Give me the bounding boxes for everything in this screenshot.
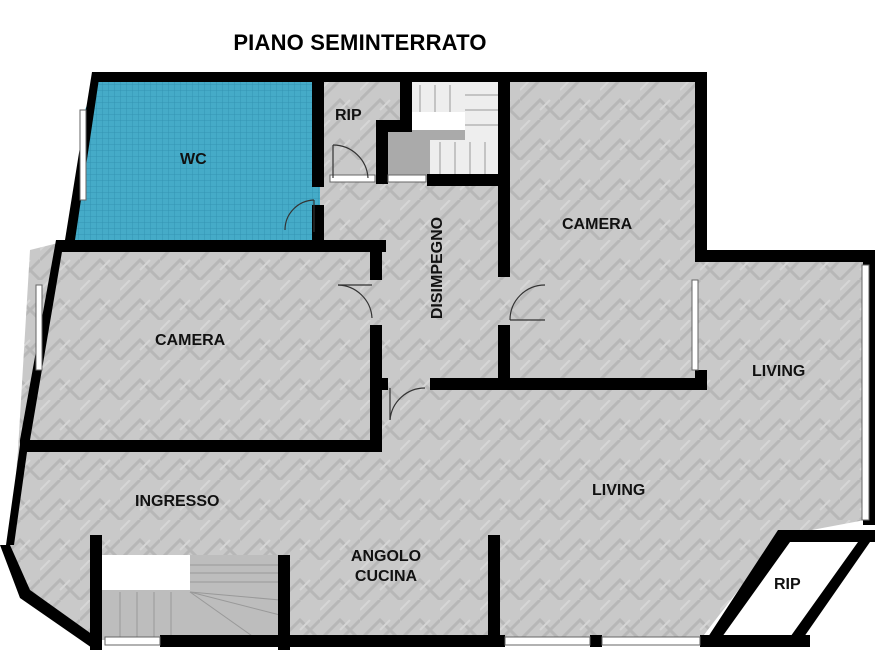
room-label-camera-left: CAMERA	[155, 332, 226, 349]
wc-floor	[70, 82, 320, 240]
stair-lines	[119, 85, 498, 639]
room-label-angolo-cucina-line2: CUCINA	[354, 568, 418, 585]
stairs-top	[410, 82, 500, 178]
floor-areas	[10, 82, 865, 640]
room-label-disimpegno: DISIMPEGNO	[429, 216, 446, 320]
room-label-ingresso: INGRESSO	[135, 493, 220, 510]
room-label-camera-top: CAMERA	[562, 216, 633, 233]
room-label-living-right: LIVING	[752, 363, 806, 380]
windows	[35, 109, 870, 646]
stairs-bottom-a	[190, 555, 280, 640]
room-label-rip-bottom: RIP	[774, 576, 801, 593]
room-label-living-center: LIVING	[592, 482, 646, 499]
doors	[284, 144, 546, 421]
room-label-angolo-cucina-line1: ANGOLO	[350, 548, 422, 565]
stairs-bottom-b	[100, 590, 190, 640]
walls	[0, 72, 875, 650]
floor-plan-title: PIANO SEMINTERRATO	[233, 30, 487, 55]
room-label-wc: WC	[180, 151, 207, 168]
room-label-rip-top: RIP	[335, 107, 362, 124]
